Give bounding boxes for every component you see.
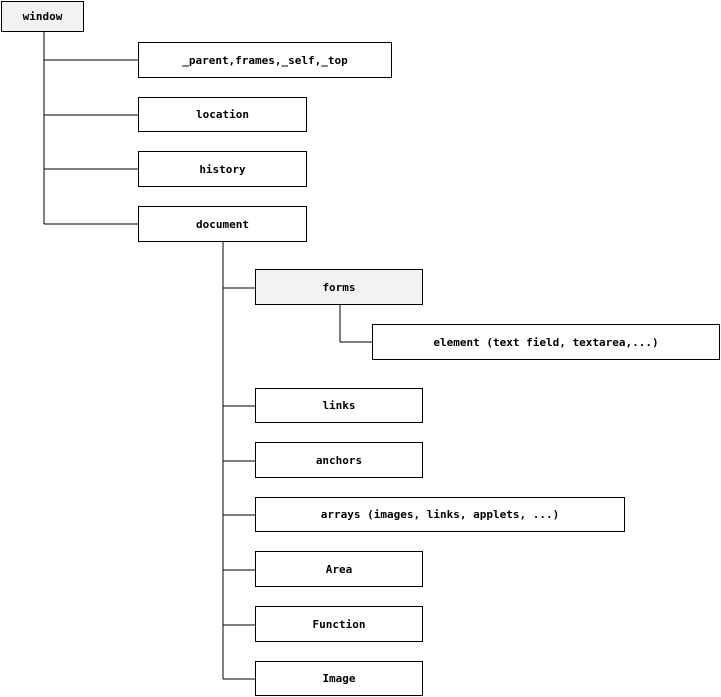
node-history: history [138,151,307,187]
node-forms: forms [255,269,423,305]
node-document: document [138,206,307,242]
node-anchors: anchors [255,442,423,478]
node-image: Image [255,661,423,696]
node-arrays: arrays (images, links, applets, ...) [255,497,625,532]
node-links: links [255,388,423,423]
node-parent-frames-self-top: _parent,frames,_self,_top [138,42,392,78]
node-window: window [1,1,84,32]
node-area: Area [255,551,423,587]
node-location: location [138,97,307,132]
node-element: element (text field, textarea,...) [372,324,720,360]
node-function: Function [255,606,423,642]
